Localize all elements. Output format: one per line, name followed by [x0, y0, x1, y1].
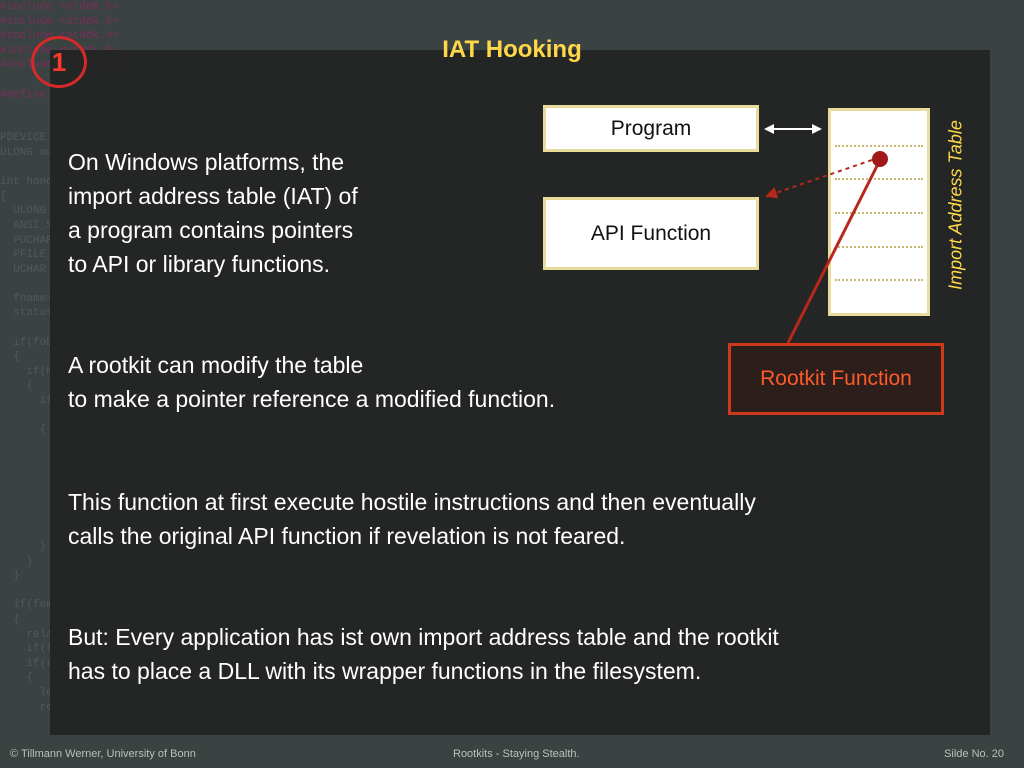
background-code-line: }: [0, 570, 20, 583]
paragraph-line: This function at first execute hostile i…: [68, 489, 756, 515]
paragraph-line: to make a pointer reference a modified f…: [68, 386, 556, 412]
rootkit-function-label: Rootkit Function: [760, 367, 912, 390]
import-address-table-label: Import Address Table: [945, 120, 966, 290]
iat-row-separator: [835, 246, 923, 248]
paragraph-line: But: Every application has ist own impor…: [68, 624, 779, 650]
paragraph-dll-note: But: Every application has ist own impor…: [68, 620, 779, 688]
api-function-box: API Function: [543, 197, 759, 270]
footer-presentation-title: Rootkits - Staying Stealth.: [453, 748, 580, 760]
background-code-line: {: [0, 190, 7, 203]
paragraph-line: a program contains pointers: [68, 217, 354, 243]
paragraph-rootkit-modify: A rootkit can modify the table to make a…: [68, 348, 555, 416]
paragraph-line: import address table (IAT) of: [68, 183, 358, 209]
footer-author: © Tillmann Werner, University of Bonn: [10, 748, 196, 760]
background-code-line: {: [0, 424, 47, 437]
iat-row-separator: [835, 279, 923, 281]
iat-row-separator: [835, 178, 923, 180]
slide-title: IAT Hooking: [442, 36, 582, 63]
rootkit-function-box: Rootkit Function: [728, 343, 944, 415]
background-code-line: status=: [0, 307, 60, 320]
paragraph-line: to API or library functions.: [68, 251, 331, 277]
background-code-line: }: [0, 555, 34, 568]
program-label: Program: [610, 116, 692, 140]
background-code-line: #define: [0, 88, 47, 101]
background-code-line: {: [0, 380, 34, 393]
background-code-line: {: [0, 613, 20, 626]
background-code-line: #include <ntddk.h>: [0, 1, 119, 13]
background-code-line: if(fem: [0, 599, 53, 612]
paragraph-line: calls the original API function if revel…: [68, 523, 626, 549]
background-code-line: }: [0, 540, 47, 553]
background-code-line: {: [0, 672, 34, 685]
paragraph-line: has to place a DLL with its wrapper func…: [68, 658, 702, 684]
paragraph-hostile-function: This function at first execute hostile i…: [68, 485, 756, 553]
background-code-line: ANSI_ST: [0, 219, 60, 232]
api-function-label: API Function: [590, 221, 712, 245]
background-code-line: #include <ntddk.h>: [0, 30, 119, 43]
background-code-line: PFILE_: [0, 249, 53, 262]
import-address-table: [828, 108, 930, 316]
paragraph-line: A rootkit can modify the table: [68, 352, 364, 378]
paragraph-iat-intro: On Windows platforms, the import address…: [68, 145, 358, 281]
background-code-line: if(N: [0, 365, 53, 378]
background-code-line: {: [0, 351, 20, 364]
iat-row-separator: [835, 212, 923, 214]
program-box: Program: [543, 105, 759, 152]
iat-row-separator: [835, 145, 923, 147]
paragraph-line: On Windows platforms, the: [68, 149, 345, 175]
footer-slide-number: Silde No. 20: [944, 748, 1004, 760]
slide-number-badge: 1: [31, 36, 87, 88]
background-code-line: #include <ntddk.h>: [0, 15, 119, 28]
